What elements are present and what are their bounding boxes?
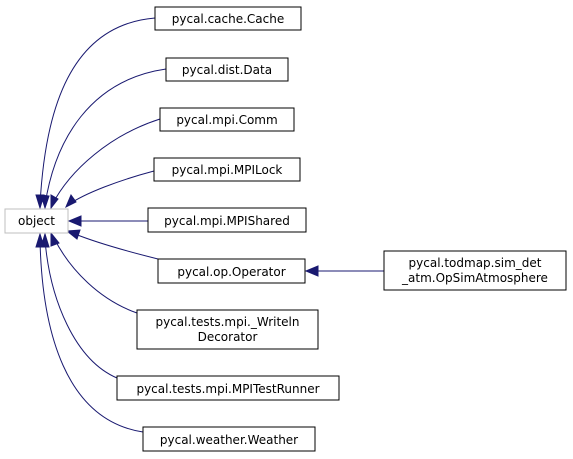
node-writeln-label-line-1: pycal.tests.mpi._Writeln [155, 315, 299, 329]
arrow-operator-to-object [65, 229, 81, 240]
edge-data-to-object [44, 68, 167, 206]
node-object-box [4, 208, 69, 234]
arrow-weather-to-object [35, 232, 45, 248]
edge-comm-to-object [51, 118, 161, 206]
node-weather-label: pycal.weather.Weather [160, 433, 298, 447]
node-lock-box [153, 157, 301, 182]
node-atmos[interactable]: pycal.todmap.sim_det _atm.OpSimAtmospher… [383, 250, 567, 291]
node-atmos-label-line-1: pycal.todmap.sim_det [409, 256, 542, 270]
node-writeln-label-line-2: Decorator [198, 330, 258, 344]
node-object[interactable]: object [4, 208, 69, 234]
arrow-atmos-to-operator [304, 265, 319, 277]
node-runner[interactable]: pycal.tests.mpi.MPITestRunner [116, 375, 340, 401]
node-data[interactable]: pycal.dist.Data [165, 57, 289, 82]
arrow-lock-to-object [65, 193, 77, 209]
arrow-data-to-object [40, 194, 50, 210]
node-comm[interactable]: pycal.mpi.Comm [159, 107, 295, 132]
node-writeln-box [136, 309, 319, 350]
node-cache[interactable]: pycal.cache.Cache [154, 6, 302, 31]
node-operator-box [157, 258, 306, 284]
node-comm-label: pycal.mpi.Comm [176, 113, 277, 127]
node-weather[interactable]: pycal.weather.Weather [142, 426, 316, 452]
edge-weather-to-object [39, 239, 144, 433]
node-data-label: pycal.dist.Data [182, 63, 272, 77]
node-object-label: object [18, 214, 55, 228]
node-runner-label: pycal.tests.mpi.MPITestRunner [136, 382, 319, 396]
node-operator[interactable]: pycal.op.Operator [157, 258, 306, 284]
node-shared[interactable]: pycal.mpi.MPIShared [147, 207, 307, 233]
node-comm-box [159, 107, 295, 132]
inheritance-edges [35, 17, 384, 433]
node-lock[interactable]: pycal.mpi.MPILock [153, 157, 301, 182]
edge-operator-to-object [74, 233, 159, 260]
node-weather-box [142, 426, 316, 452]
arrow-comm-to-object [50, 194, 59, 210]
node-atmos-box [383, 250, 567, 291]
arrow-writeln-to-object [50, 231, 60, 247]
edge-runner-to-object [44, 239, 118, 379]
node-runner-box [116, 375, 340, 401]
node-data-box [165, 57, 289, 82]
node-operator-label: pycal.op.Operator [177, 265, 285, 279]
edge-cache-to-object [39, 17, 156, 206]
node-writeln[interactable]: pycal.tests.mpi._Writeln Decorator [136, 309, 319, 350]
node-lock-label: pycal.mpi.MPILock [172, 163, 283, 177]
edge-lock-to-object [67, 170, 155, 206]
node-shared-label: pycal.mpi.MPIShared [164, 214, 290, 228]
node-shared-box [147, 207, 307, 233]
node-cache-label: pycal.cache.Cache [172, 12, 285, 26]
arrow-shared-to-object [67, 215, 82, 227]
edge-writeln-to-object [53, 237, 138, 314]
node-cache-box [154, 6, 302, 31]
node-atmos-label-line-2: _atm.OpSimAtmosphere [401, 271, 548, 285]
